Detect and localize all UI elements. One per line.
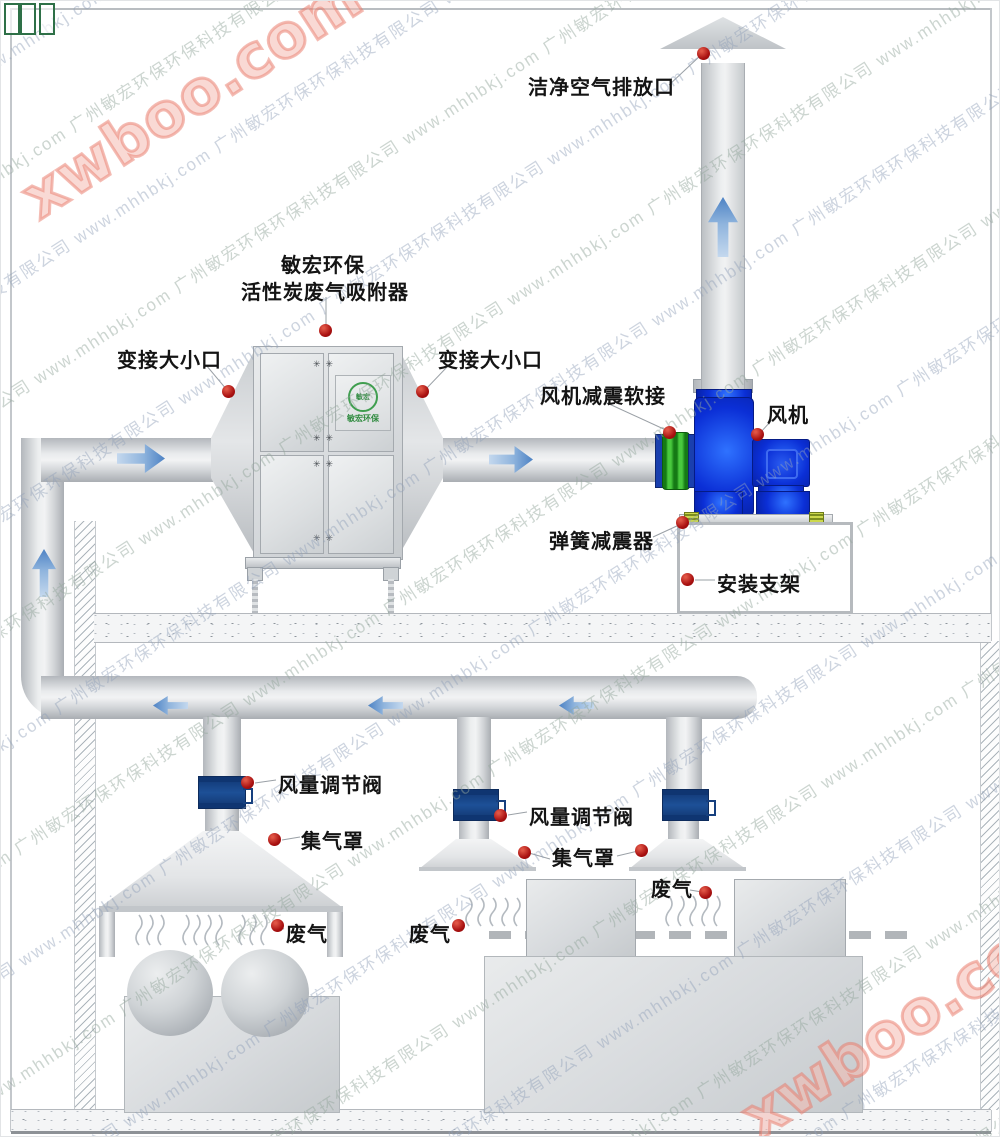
adsorber-taper-right [399,349,443,555]
ground-line [11,1131,991,1134]
air-valve-left [198,776,253,809]
label-gas-right: 废气 [651,879,693,901]
label-gas-left: 废气 [286,924,328,946]
label-reducer-right: 变接大小口 [438,350,543,372]
adsorber-taper-left [211,349,255,555]
marker-gas-right [699,886,712,899]
adsorber-door-bl [260,455,324,554]
door-handles-icon: ✳✳ [313,533,339,543]
marker-bracket [681,573,694,586]
fan-base-block-l [694,491,743,516]
corner-box-3 [39,3,55,35]
adsorber-door-br [328,455,394,554]
brand-logo-plate: 敏宏 敏宏环保 [335,375,391,431]
adsorber-stand-leg-r [388,579,394,614]
room-left-border [10,8,12,1132]
label-device-line2: 活性炭废气吸附器 [241,282,409,304]
hood-left-rim [99,906,343,912]
door-handles-icon: ✳✳ [313,433,339,443]
marker-valve-mid [494,809,507,822]
fan-base-block-r [756,491,810,516]
brand-wreath-icon: 敏宏 [348,382,378,412]
corner-box-2 [20,3,36,35]
hood-left-skirt-b [327,912,343,957]
site-watermark-topleft: xwboo.com [8,0,377,234]
machine-box-right [734,879,846,958]
waste-gas-vapor-left [135,914,268,946]
door-handles-icon: ✳✳ [313,359,339,369]
marker-gas-mid [452,919,465,932]
marker-hood-left [268,833,281,846]
mid-valve-outlet-duct [459,818,489,841]
mounting-bracket [677,522,853,614]
right-valve-outlet-duct [668,818,699,841]
adsorber-door-tl [260,353,324,452]
marker-clean-air [697,47,710,60]
marker-hood-right [635,844,648,857]
label-fan: 风机 [767,405,809,427]
flex-bellows [662,432,690,490]
valve-handle [243,787,253,804]
adsorber-stand-rail [245,557,401,569]
left-valve-outlet-duct [205,806,239,834]
room-top-border [10,8,992,10]
label-clean-air-outlet: 洁净空气排放口 [528,77,675,99]
fan-inlet-duct [443,438,659,482]
air-valve-mid [453,789,506,821]
mezzanine-floor [94,613,991,643]
branch-duct-right [666,717,702,791]
right-process-bench [484,956,863,1113]
process-sphere-left [127,950,213,1036]
valve-handle [706,800,716,817]
label-spring-damper: 弹簧减震器 [549,531,654,553]
marker-gas-left [271,919,284,932]
machine-box-left [526,879,636,958]
marker-valve-left [241,776,254,789]
return-duct [41,676,757,719]
marker-reducer-left [222,385,235,398]
label-reducer-left: 变接大小口 [117,350,222,372]
door-handles-icon: ✳✳ [313,459,339,469]
room-right-border [990,8,992,1132]
marker-reducer-right [416,385,429,398]
brand-logo-text: 敏宏环保 [347,414,379,423]
fan-motor-face [766,449,798,479]
right-wall [980,641,999,1110]
rain-cap [660,17,786,49]
label-valve-left: 风量调节阀 [278,775,383,797]
label-hood-right: 集气罩 [552,848,615,870]
hood-right-rim [629,867,746,871]
conveyor-dash-line [489,931,911,939]
waste-gas-vapor-right [665,895,721,927]
label-device-line1: 敏宏环保 [281,255,365,277]
marker-fan [751,428,764,441]
marker-flex-joint [663,426,676,439]
adsorber-stand-leg-l [252,579,258,614]
label-valve-mid: 风量调节阀 [529,807,634,829]
branch-duct-left [203,717,241,778]
corner-box-1 [4,3,20,35]
hood-mid-rim [419,867,536,871]
marker-adsorber [319,324,332,337]
left-wall [74,521,96,1110]
branch-duct-mid [457,717,491,791]
hood-left-skirt-a [99,912,115,957]
label-bracket: 安装支架 [717,574,801,596]
label-flex-joint: 风机减震软接 [540,386,666,408]
marker-spring-damper [676,516,689,529]
marker-hood-mid [518,846,531,859]
waste-gas-vapor-mid [465,897,521,927]
process-sphere-right [221,949,309,1037]
air-valve-right [662,789,716,821]
label-hood-left: 集气罩 [301,831,364,853]
label-gas-mid: 废气 [409,924,451,946]
